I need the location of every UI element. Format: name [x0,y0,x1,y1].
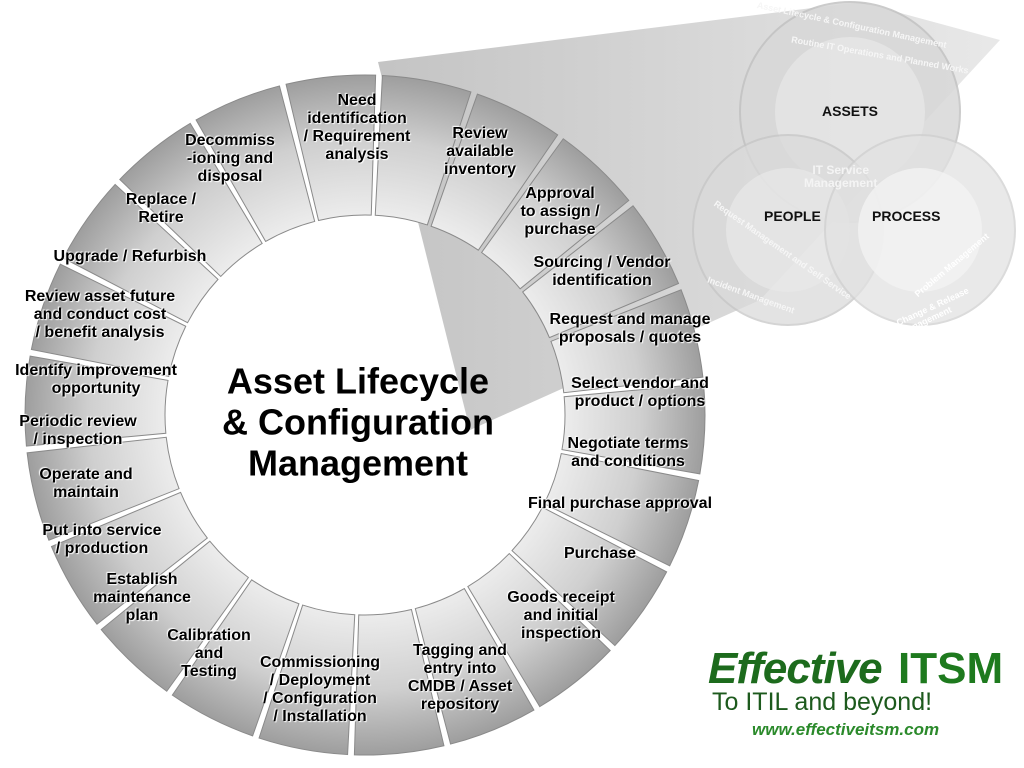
stage-label: Approval to assign / purchase [520,185,600,238]
stage-label: Establish maintenance plan [93,571,191,624]
stage-label: Final purchase approval [527,495,713,512]
stage-label: Identify improvement opportunity [15,362,177,397]
ring-segment [24,355,169,447]
stage-label: Purchase [563,545,637,562]
stage-label: Calibration and Testing [167,627,251,680]
stage-label: Tagging and entry into CMDB / Asset repo… [407,642,513,713]
venn-assets: ASSETS [822,103,879,119]
ring-segment [543,452,700,567]
ring-segment [467,552,611,708]
stage-label: Replace / Retire [125,191,197,226]
ring-segment [171,579,300,737]
venn-diagram [692,1,1016,326]
ring-segment [374,74,472,226]
venn-center: IT Service Management [804,163,878,190]
ring-segment [119,122,263,278]
stage-label: Periodic review / inspection [19,413,137,448]
logo-itsm: ITSM [898,644,1004,693]
ring-segment [521,205,680,339]
stage-label: Negotiate terms and conditions [567,435,689,470]
stage-label: Commissioning / Deployment / Configurati… [259,654,381,725]
stage-label: Sourcing / Vendor identification [533,254,671,289]
venn-process: PROCESS [872,208,941,224]
logo-url[interactable]: www.effectiveitsm.com [752,720,940,739]
ring-segment [62,183,219,324]
diagram-title: Asset Lifecycle & Configuration Manageme… [222,360,494,484]
ring-segment [285,74,377,222]
ring-segment [258,604,356,756]
stage-label: Need identification / Requirement analys… [303,92,411,163]
logo-effective: Effective [708,644,883,693]
ring-segment [195,85,316,243]
ring-segment [480,138,630,290]
venn-people: PEOPLE [764,208,821,224]
ring-segment [550,289,704,394]
stage-label: Goods receipt and initial inspection [507,589,615,642]
stage-label: Request and manage proposals / quotes [549,311,711,346]
stage-label: Review available inventory [443,125,517,178]
ring-segment [414,587,535,745]
ring-segment [100,540,250,692]
ring-segment [561,383,706,475]
stage-label: Operate and maintain [39,466,133,501]
ring-segment [30,263,187,378]
stage-label: Select vendor and product / options [571,375,709,410]
logo-tagline: To ITIL and beyond! [712,688,933,716]
stage-label: Decommiss -ioning and disposal [185,132,275,185]
ring-segment [353,608,445,756]
ring-segment [511,506,668,647]
stage-label: Put into service / production [42,522,162,557]
ring-segment [50,491,209,625]
ring-segment [430,93,559,251]
stage-label: Review asset future and conduct cost / b… [24,288,176,341]
ring-segment [26,436,180,541]
stage-label: Upgrade / Refurbish [53,248,207,265]
